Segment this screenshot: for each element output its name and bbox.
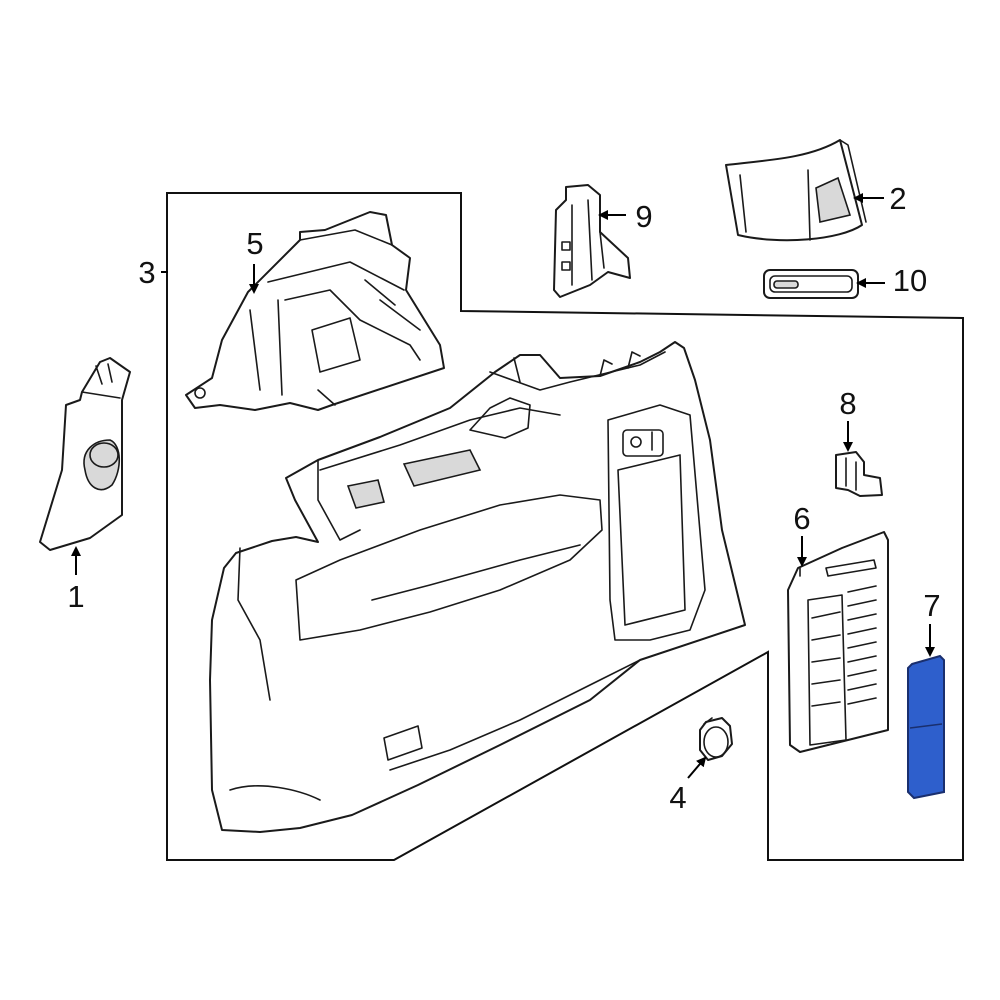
callout-4: 4 — [669, 780, 686, 815]
callout-10: 10 — [893, 263, 927, 298]
callout-3: 3 — [138, 255, 155, 290]
callout-2: 2 — [889, 181, 906, 216]
part-2-upper-trim — [725, 139, 867, 242]
part-10-handle-trim — [763, 269, 859, 299]
part-8-retainer — [835, 451, 883, 497]
part-3-quarter-panel — [209, 341, 746, 833]
callout-6: 6 — [793, 501, 810, 536]
callout-8: 8 — [839, 386, 856, 421]
part-6-vent-panel — [787, 531, 889, 753]
callout-7: 7 — [923, 588, 940, 623]
callout-5: 5 — [246, 226, 263, 261]
assembly-frame — [166, 192, 964, 861]
callout-labels: 1 2 3 4 5 6 7 8 9 10 — [67, 181, 940, 815]
part-4-clip — [699, 717, 733, 761]
part-9-bracket — [553, 184, 631, 298]
part-7-trim-cover — [907, 654, 945, 800]
leader-4 — [687, 756, 707, 779]
part-5-storage-bracket — [185, 211, 445, 411]
leader-lines — [71, 193, 935, 779]
callout-1: 1 — [67, 579, 84, 614]
part-1-pillar-trim — [39, 357, 131, 551]
callout-9: 9 — [635, 199, 652, 234]
